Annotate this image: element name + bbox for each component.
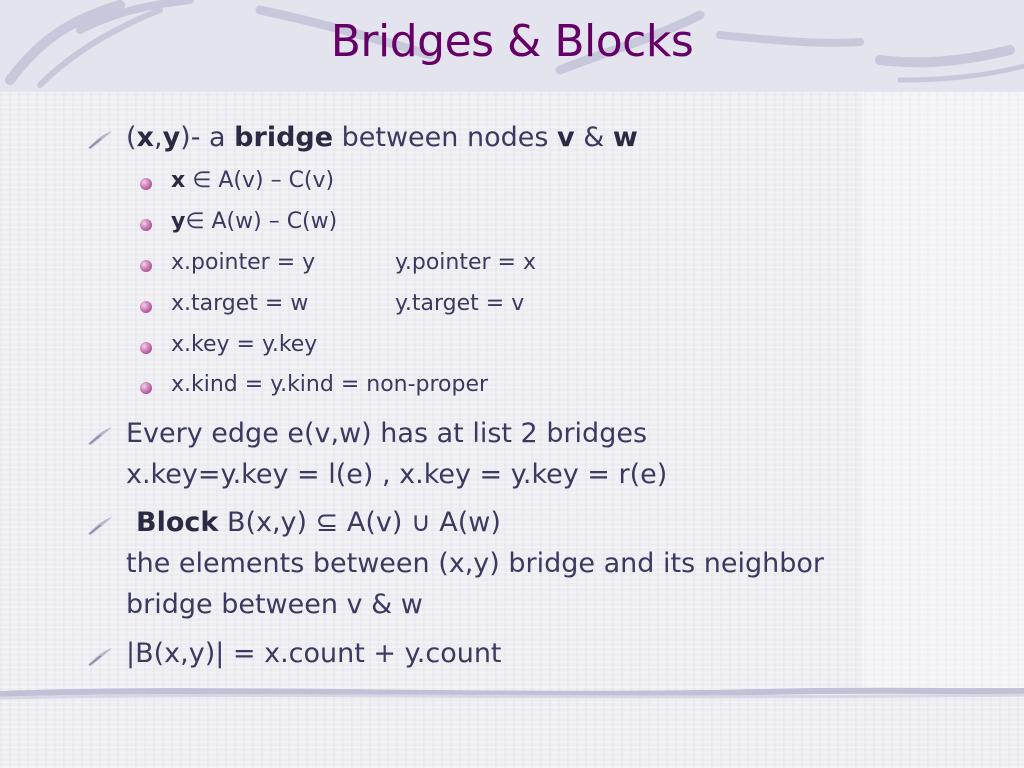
sub-bullet-kind: x.kind = y.kind = non-proper bbox=[171, 372, 489, 397]
sub-bullet-y-membership: y∈ A(w) – C(w) bbox=[171, 209, 338, 234]
pink-sphere-bullet-icon bbox=[140, 301, 152, 313]
slide-title: Bridges & Blocks bbox=[330, 16, 694, 67]
bullet-every-edge-line2: x.key=y.key = l(e) , x.key = y.key = r(e… bbox=[126, 459, 668, 490]
header-swoosh-decoration bbox=[5, 0, 1024, 88]
pink-sphere-bullet-icon bbox=[140, 219, 152, 231]
quill-bullet-icon bbox=[88, 427, 112, 445]
bullet-block-line2: the elements between (x,y) bridge and it… bbox=[126, 548, 824, 579]
footer-divider-swoosh bbox=[0, 687, 1024, 700]
bullet-block-line3: bridge between v & w bbox=[126, 589, 423, 620]
right-panel-shadow bbox=[862, 92, 1024, 692]
bullet-block-count: |B(x,y)| = x.count + y.count bbox=[126, 638, 502, 669]
bullet-bridge-definition: (x,y)- a bridge between nodes v & w bbox=[126, 122, 638, 153]
quill-bullet-icon bbox=[88, 648, 112, 666]
bullet-every-edge-line1: Every edge e(v,w) has at list 2 bridges bbox=[126, 418, 648, 449]
pink-sphere-bullet-icon bbox=[140, 342, 152, 354]
pink-sphere-bullet-icon bbox=[140, 382, 152, 394]
sub-bullet-key: x.key = y.key bbox=[171, 332, 318, 357]
sub-bullet-x-membership: x ∈ A(v) – C(v) bbox=[171, 168, 335, 193]
pink-sphere-bullet-icon bbox=[140, 178, 152, 190]
bullet-block-definition: Block B(x,y) ⊆ A(v) ∪ A(w) bbox=[136, 507, 501, 538]
quill-bullet-icon bbox=[88, 131, 112, 149]
quill-bullet-icon bbox=[88, 517, 112, 535]
pink-sphere-bullet-icon bbox=[140, 260, 152, 272]
